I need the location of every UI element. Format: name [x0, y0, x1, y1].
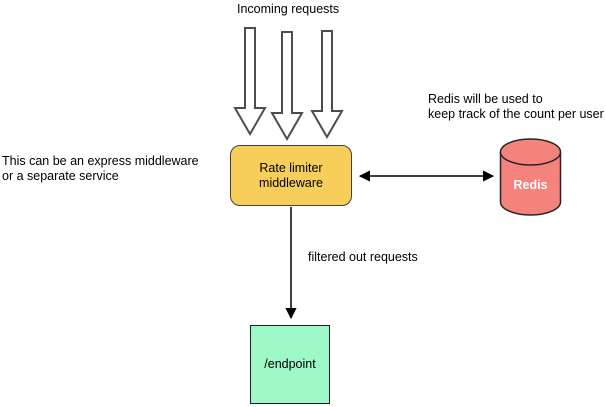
rate-limiter-node: Rate limiter middleware	[230, 145, 352, 206]
incoming-requests-label: Incoming requests	[237, 2, 339, 17]
incoming-requests-text: Incoming requests	[237, 2, 340, 16]
rate-limiter-label-line1: Rate limiter	[259, 160, 323, 175]
redis-node-label: Redis	[513, 178, 548, 192]
incoming-block-arrow-2-icon	[270, 31, 304, 142]
redis-cylinder-top	[499, 138, 562, 166]
redis-annotation: Redis will be used to keep track of the …	[428, 92, 604, 122]
redis-annotation-line1: Redis will be used to	[428, 92, 543, 106]
rate-limiter-annotation-line2: or a separate service	[2, 169, 119, 183]
rate-limiter-node-label: Rate limiter middleware	[259, 161, 323, 191]
endpoint-node: /endpoint	[250, 325, 330, 404]
redis-cylinder-shape	[499, 138, 562, 216]
filtered-requests-label: filtered out requests	[308, 250, 418, 265]
rate-limiter-annotation-line1: This can be an express middleware	[2, 154, 199, 168]
rate-limiter-annotation: This can be an express middleware or a s…	[2, 154, 199, 184]
redis-annotation-line2: keep track of the count per user	[428, 107, 604, 121]
filtered-requests-text: filtered out requests	[308, 250, 418, 264]
incoming-block-arrow-1-icon	[233, 27, 267, 137]
rate-limiter-label-line2: middleware	[259, 175, 323, 190]
incoming-block-arrow-3-icon	[310, 30, 344, 140]
endpoint-node-label: /endpoint	[264, 357, 316, 371]
